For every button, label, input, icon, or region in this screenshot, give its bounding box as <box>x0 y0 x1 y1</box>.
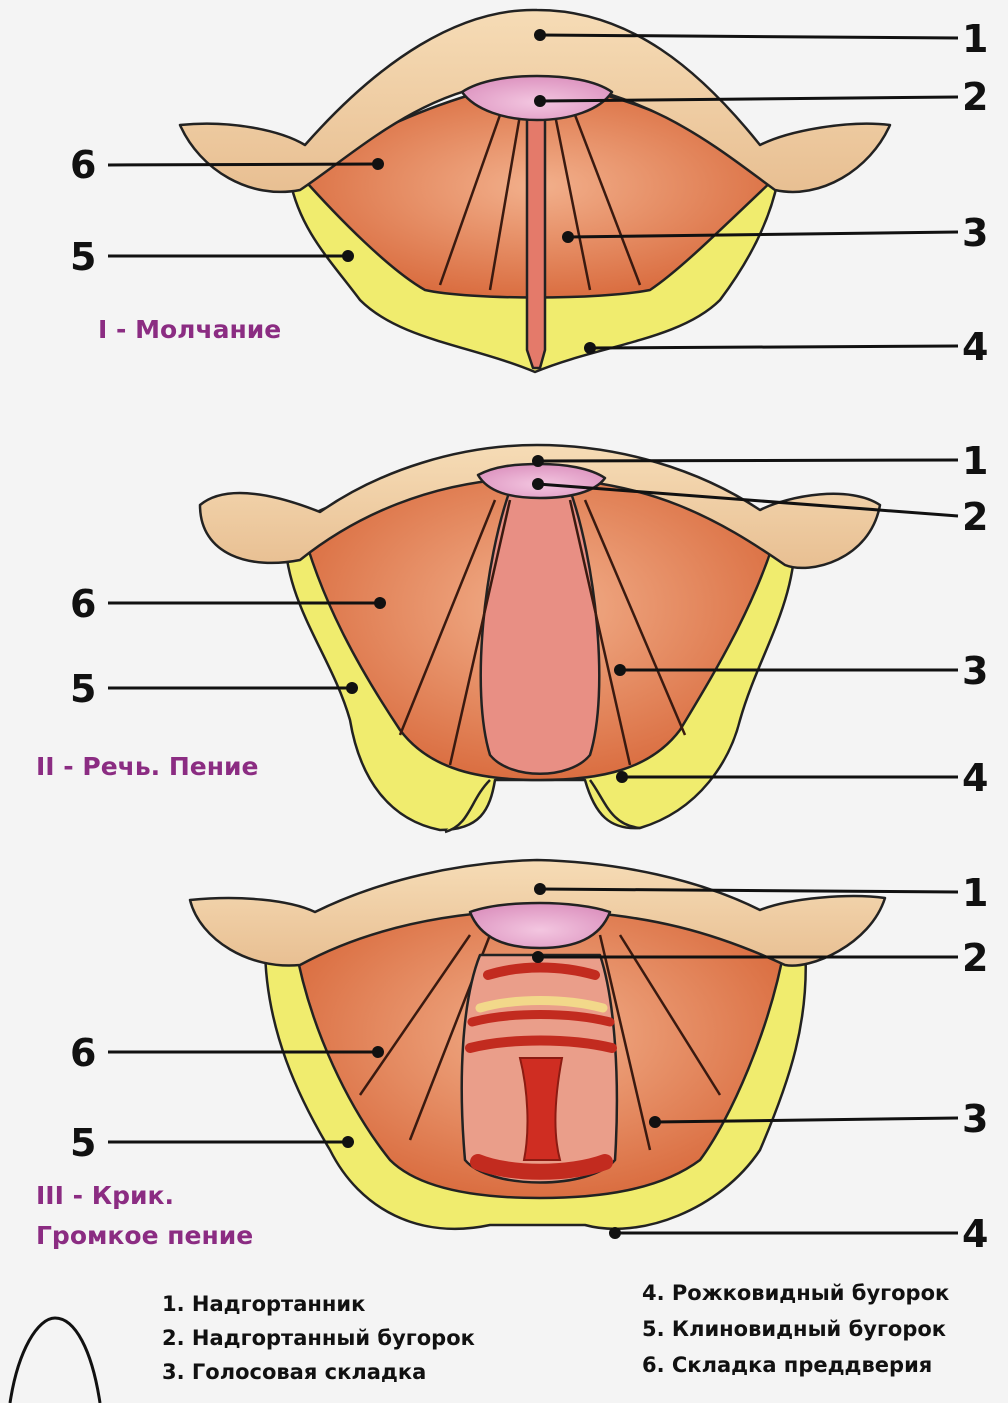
label-5: 5 <box>70 667 96 711</box>
label-5: 5 <box>70 1121 96 1165</box>
legend-item-1: 1. Надгортанник <box>162 1292 365 1316</box>
label-2: 2 <box>962 495 988 539</box>
label-1: 1 <box>962 439 988 483</box>
legend-item-6: 6. Складка преддверия <box>642 1353 932 1377</box>
label-3: 3 <box>962 1097 988 1141</box>
label-6: 6 <box>70 143 96 187</box>
caption-panel-3-line-1: III - Крик. <box>36 1181 174 1210</box>
caption-panel-1: I - Молчание <box>98 315 281 344</box>
legend-item-5: 5. Клиновидный бугорок <box>642 1317 946 1341</box>
panel-1 <box>180 10 890 372</box>
label-4: 4 <box>962 325 988 369</box>
label-1: 1 <box>962 871 988 915</box>
label-1: 1 <box>962 17 988 61</box>
legend: 1. Надгортанник 2. Надгортанный бугорок … <box>162 1281 949 1384</box>
panel-3 <box>190 860 885 1229</box>
caption-panel-3-line-2: Громкое пение <box>36 1221 253 1250</box>
glottis-1 <box>527 118 545 368</box>
label-2: 2 <box>962 936 988 980</box>
label-2: 2 <box>962 75 988 119</box>
corner-arc-decoration <box>10 1318 100 1403</box>
label-6: 6 <box>70 582 96 626</box>
legend-item-2: 2. Надгортанный бугорок <box>162 1326 475 1350</box>
vocal-ligament-3 <box>520 1058 562 1160</box>
label-4: 4 <box>962 756 988 800</box>
legend-item-4: 4. Рожковидный бугорок <box>642 1281 949 1305</box>
label-3: 3 <box>962 211 988 255</box>
caption-panel-2: II - Речь. Пение <box>36 752 258 781</box>
legend-item-3: 3. Голосовая складка <box>162 1360 426 1384</box>
label-6: 6 <box>70 1031 96 1075</box>
label-5: 5 <box>70 235 96 279</box>
glottis-2 <box>481 486 600 774</box>
label-4: 4 <box>962 1212 988 1256</box>
label-3: 3 <box>962 649 988 693</box>
